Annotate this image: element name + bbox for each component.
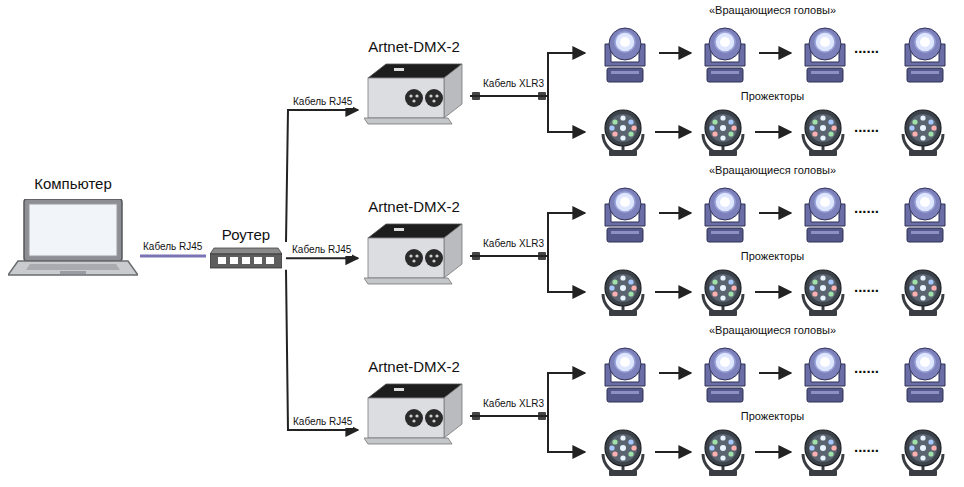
- laptop-icon: [8, 199, 138, 279]
- cable-label: Кабель RJ45: [292, 96, 353, 108]
- continuation-dots: ......: [853, 199, 880, 216]
- moving-head-icon: [905, 188, 945, 242]
- artnet-device: Artnet-DMX-2: [358, 358, 470, 450]
- par-light-icon: [903, 110, 943, 156]
- artnet-device-icon: [364, 220, 464, 286]
- artnet-device-icon: [364, 60, 464, 126]
- par-light-row: Прожекторы: [585, 90, 960, 160]
- par-light-icon: [903, 270, 943, 316]
- router-node: Роутер: [206, 226, 286, 272]
- par-light-icon: [703, 430, 743, 476]
- par-light-group: [585, 108, 960, 160]
- moving-head-icon: [905, 348, 945, 402]
- chain-arrow: [759, 52, 791, 54]
- par-light-icon: [803, 430, 843, 476]
- signal-arrow: [470, 256, 585, 292]
- signal-arrow: [470, 373, 585, 416]
- moving-head-group: [585, 182, 960, 246]
- artnet-device-icon: [364, 224, 462, 284]
- par-light-group: [585, 428, 960, 480]
- router-icon: [210, 246, 282, 270]
- artnet-device: Artnet-DMX-2: [358, 198, 470, 290]
- chain-arrow: [759, 212, 791, 214]
- moving-head-group: [585, 342, 960, 406]
- moving-head-icon: [605, 188, 645, 242]
- moving-head-icon: [705, 28, 745, 82]
- node-label: «Вращающиеся головы»: [585, 324, 960, 337]
- moving-head-icon: [805, 348, 845, 402]
- node-label: Компьютер: [6, 175, 140, 192]
- chain-arrow: [655, 131, 691, 133]
- chain-arrow: [655, 451, 691, 453]
- artnet-device: Artnet-DMX-2: [358, 38, 470, 130]
- signal-arrow: [470, 213, 585, 256]
- node-label: Artnet-DMX-2: [358, 38, 470, 55]
- chain-arrow: [755, 451, 791, 453]
- moving-head-icon: [605, 348, 645, 402]
- signal-arrow: [470, 53, 585, 96]
- cable-label: Кабель RJ45: [291, 244, 352, 256]
- node-label: Artnet-DMX-2: [358, 358, 470, 375]
- chain-arrow: [755, 291, 791, 293]
- par-light-icon: [603, 270, 643, 316]
- node-label: Роутер: [206, 226, 286, 243]
- node-label: Прожекторы: [585, 410, 960, 423]
- node-label: «Вращающиеся головы»: [585, 164, 960, 177]
- laptop-icon: [8, 199, 138, 275]
- moving-head-icon: [705, 188, 745, 242]
- rj45-cable: [140, 254, 206, 257]
- chain-arrow: [659, 52, 691, 54]
- node-label: «Вращающиеся головы»: [585, 4, 960, 17]
- moving-head-icon: [805, 188, 845, 242]
- moving-head-icon: [705, 348, 745, 402]
- chain-arrow: [659, 212, 691, 214]
- chain-arrow: [659, 372, 691, 374]
- signal-arrow: [286, 110, 358, 242]
- par-light-row: Прожекторы: [585, 410, 960, 480]
- par-light-icon: [703, 270, 743, 316]
- node-label: Прожекторы: [585, 90, 960, 103]
- moving-head-row: «Вращающиеся головы»: [585, 164, 960, 248]
- moving-head-icon: [905, 28, 945, 82]
- par-light-icon: [603, 430, 643, 476]
- signal-arrow: [470, 416, 585, 452]
- chain-arrow: [759, 372, 791, 374]
- node-label: Прожекторы: [585, 250, 960, 263]
- chain-arrow: [655, 291, 691, 293]
- artnet-device-icon: [364, 384, 462, 444]
- continuation-dots: ......: [853, 118, 880, 135]
- moving-head-icon: [605, 28, 645, 82]
- moving-head-row: «Вращающиеся головы»: [585, 4, 960, 88]
- continuation-dots: ......: [853, 359, 880, 376]
- moving-head-icon: [805, 28, 845, 82]
- cable-label: Кабель RJ45: [142, 241, 203, 253]
- cable-label: Кабель XLR3: [482, 398, 545, 410]
- computer-node: Компьютер: [6, 175, 140, 280]
- cable-label: Кабель XLR3: [482, 78, 545, 90]
- par-light-group: [585, 268, 960, 320]
- moving-head-group: [585, 22, 960, 86]
- signal-arrow: [470, 96, 585, 132]
- continuation-dots: ......: [853, 39, 880, 56]
- par-light-icon: [603, 110, 643, 156]
- moving-head-row: «Вращающиеся головы»: [585, 324, 960, 408]
- par-light-row: Прожекторы: [585, 250, 960, 320]
- continuation-dots: ......: [853, 278, 880, 295]
- signal-arrow: [286, 257, 358, 259]
- artnet-device-icon: [364, 64, 462, 124]
- cable-label: Кабель XLR3: [482, 238, 545, 250]
- router-icon: [210, 248, 282, 268]
- signal-arrow: [286, 270, 358, 430]
- chain-arrow: [755, 131, 791, 133]
- par-light-icon: [803, 110, 843, 156]
- par-light-icon: [703, 110, 743, 156]
- par-light-icon: [803, 270, 843, 316]
- node-label: Artnet-DMX-2: [358, 198, 470, 215]
- par-light-icon: [903, 430, 943, 476]
- cable-label: Кабель RJ45: [292, 416, 353, 428]
- continuation-dots: ......: [853, 438, 880, 455]
- artnet-device-icon: [364, 380, 464, 446]
